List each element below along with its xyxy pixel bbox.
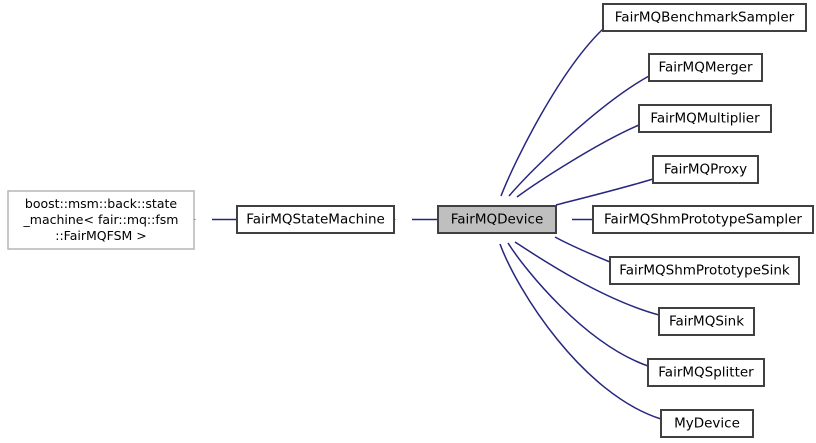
edge-merger-to-device xyxy=(485,75,650,222)
node-boost-state-machine[interactable]: boost::msm::back::state_machine< fair::m… xyxy=(7,190,195,250)
node-label-line: FairMQDevice xyxy=(451,212,544,228)
node-label-line: FairMQShmPrototypeSink xyxy=(619,263,790,279)
node-label-line: _machine< fair::mq::fsm xyxy=(23,212,179,227)
edge-line xyxy=(554,236,611,263)
node-box[interactable] xyxy=(648,53,763,82)
node-fairmq-device[interactable]: FairMQDevice xyxy=(437,205,557,234)
node-label-line: boost::msm::back::state xyxy=(25,196,177,211)
node-box[interactable] xyxy=(602,3,807,32)
node-label-line: MyDevice xyxy=(674,416,740,432)
node-label: boost::msm::back::state_machine< fair::m… xyxy=(23,196,179,243)
node-label-line: FairMQStateMachine xyxy=(246,212,385,228)
edge-line xyxy=(514,241,660,316)
edge-line xyxy=(508,75,650,197)
node-label-line: FairMQSplitter xyxy=(658,365,754,381)
node-label: FairMQSink xyxy=(669,314,744,330)
node-box[interactable] xyxy=(609,256,800,285)
node-label: FairMQBenchmarkSampler xyxy=(615,10,795,26)
edge-line xyxy=(555,178,654,206)
node-label: FairMQMerger xyxy=(658,60,753,76)
node-fairmq-shm-prototype-sink[interactable]: FairMQShmPrototypeSink xyxy=(609,256,800,285)
edge-line xyxy=(499,243,662,420)
node-label-line: FairMQBenchmarkSampler xyxy=(615,10,795,26)
node-label-line: ::FairMQFSM > xyxy=(55,228,147,243)
node-fairmq-state-machine[interactable]: FairMQStateMachine xyxy=(236,205,395,234)
node-label: FairMQMultiplier xyxy=(650,111,760,127)
node-fairmq-splitter[interactable]: FairMQSplitter xyxy=(647,358,765,387)
edge-line xyxy=(507,242,649,367)
node-fairmq-merger[interactable]: FairMQMerger xyxy=(648,53,763,82)
node-box[interactable] xyxy=(638,104,772,133)
edge-line xyxy=(516,124,640,198)
node-label: FairMQShmPrototypeSampler xyxy=(604,212,802,228)
nodes-layer: boost::msm::back::state_machine< fair::m… xyxy=(7,3,814,438)
node-box[interactable] xyxy=(652,155,759,184)
edge-line xyxy=(500,28,604,197)
node-label: FairMQDevice xyxy=(451,212,544,228)
node-label-line: FairMQProxy xyxy=(664,162,747,178)
node-label: FairMQShmPrototypeSink xyxy=(619,263,790,279)
node-label: FairMQSplitter xyxy=(658,365,754,381)
node-box[interactable] xyxy=(437,205,557,234)
node-fairmq-shm-prototype-sampler[interactable]: FairMQShmPrototypeSampler xyxy=(592,205,814,234)
node-my-device[interactable]: MyDevice xyxy=(660,409,754,438)
node-fairmq-multiplier[interactable]: FairMQMultiplier xyxy=(638,104,772,133)
node-fairmq-benchmark-sampler[interactable]: FairMQBenchmarkSampler xyxy=(602,3,807,32)
node-fairmq-sink[interactable]: FairMQSink xyxy=(658,307,755,336)
node-fairmq-proxy[interactable]: FairMQProxy xyxy=(652,155,759,184)
edge-benchmarksampler-to-device xyxy=(485,28,604,226)
node-label-line: FairMQSink xyxy=(669,314,744,330)
node-box[interactable] xyxy=(7,190,195,250)
node-label-line: FairMQShmPrototypeSampler xyxy=(604,212,802,228)
node-label-line: FairMQMultiplier xyxy=(650,111,760,127)
edge-splitter-to-device xyxy=(487,216,649,367)
node-box[interactable] xyxy=(592,205,814,234)
node-label-line: FairMQMerger xyxy=(658,60,753,76)
node-label: FairMQProxy xyxy=(664,162,747,178)
node-box[interactable] xyxy=(647,358,765,387)
node-label: MyDevice xyxy=(674,416,740,432)
node-box[interactable] xyxy=(660,409,754,438)
node-label: FairMQStateMachine xyxy=(246,212,385,228)
node-box[interactable] xyxy=(658,307,755,336)
node-box[interactable] xyxy=(236,205,395,234)
